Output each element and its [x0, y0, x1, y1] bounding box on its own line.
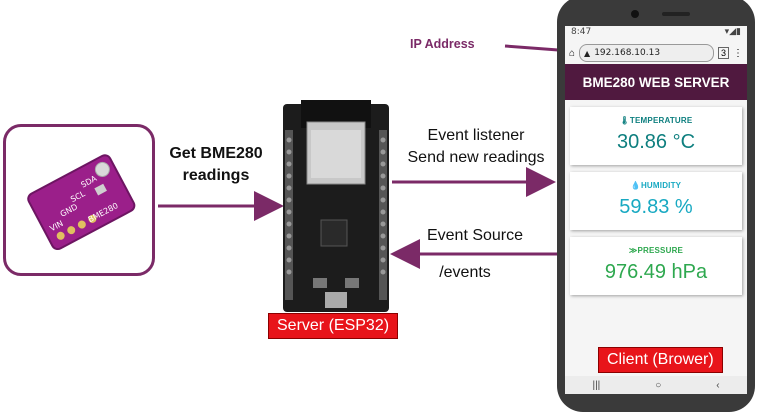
- phone-screen: 8:47 ▾◢▮ ⌂ ▲ 192.168.10.13 3 ⋮ BME280 WE…: [565, 26, 747, 394]
- temperature-card: 🌡TEMPERATURE 30.86 °C: [570, 107, 742, 165]
- back-icon[interactable]: ‹: [716, 379, 720, 391]
- client-browser-label: Client (Brower): [598, 347, 723, 373]
- event-source-label: Event Source: [426, 227, 524, 244]
- url-text: 192.168.10.13: [594, 48, 661, 58]
- temperature-value: 30.86 °C: [616, 131, 696, 153]
- humidity-label: 💧HUMIDITY: [630, 181, 682, 190]
- front-camera-icon: [631, 10, 639, 18]
- url-field[interactable]: ▲ 192.168.10.13: [579, 44, 714, 62]
- pressure-label: ≫PRESSURE: [628, 246, 684, 255]
- menu-icon[interactable]: ⋮: [733, 47, 743, 59]
- home-icon[interactable]: ⌂: [569, 47, 576, 59]
- bme280-sensor-image: VIN GND SCL SDA BME280: [27, 154, 136, 251]
- status-bar: 8:47 ▾◢▮: [565, 26, 747, 42]
- thermometer-icon: 🌡: [619, 116, 630, 125]
- server-esp32-label: Server (ESP32): [268, 313, 399, 339]
- pressure-chevron-icon: ≫: [628, 246, 638, 255]
- bme280-sensor-box: VIN GND SCL SDA BME280: [3, 124, 155, 276]
- warning-icon: ▲: [584, 48, 591, 58]
- event-listener-label: Event listener Send new readings: [407, 127, 545, 166]
- humidity-value: 59.83 %: [619, 196, 693, 218]
- droplet-icon: 💧: [630, 181, 641, 190]
- pressure-value: 976.49 hPa: [604, 261, 708, 283]
- esp32-board: [283, 100, 389, 312]
- recent-apps-icon[interactable]: |||: [592, 379, 601, 391]
- ip-address-label: IP Address: [410, 37, 475, 51]
- home-button-icon[interactable]: ○: [655, 379, 662, 391]
- humidity-card: 💧HUMIDITY 59.83 %: [570, 172, 742, 230]
- speaker-grille: [662, 12, 690, 16]
- get-readings-label: Get BME280 readings: [169, 145, 263, 184]
- events-path-label: /events: [439, 264, 491, 281]
- status-icons: ▾◢▮: [724, 27, 741, 37]
- pressure-card: ≫PRESSURE 976.49 hPa: [570, 237, 742, 295]
- status-time: 8:47: [571, 27, 592, 37]
- browser-url-bar: ⌂ ▲ 192.168.10.13 3 ⋮: [565, 42, 747, 64]
- android-nav-bar: ||| ○ ‹: [565, 376, 747, 394]
- page-title: BME280 WEB SERVER: [565, 64, 747, 100]
- tabs-icon[interactable]: 3: [717, 47, 729, 59]
- temperature-label: 🌡TEMPERATURE: [619, 116, 693, 125]
